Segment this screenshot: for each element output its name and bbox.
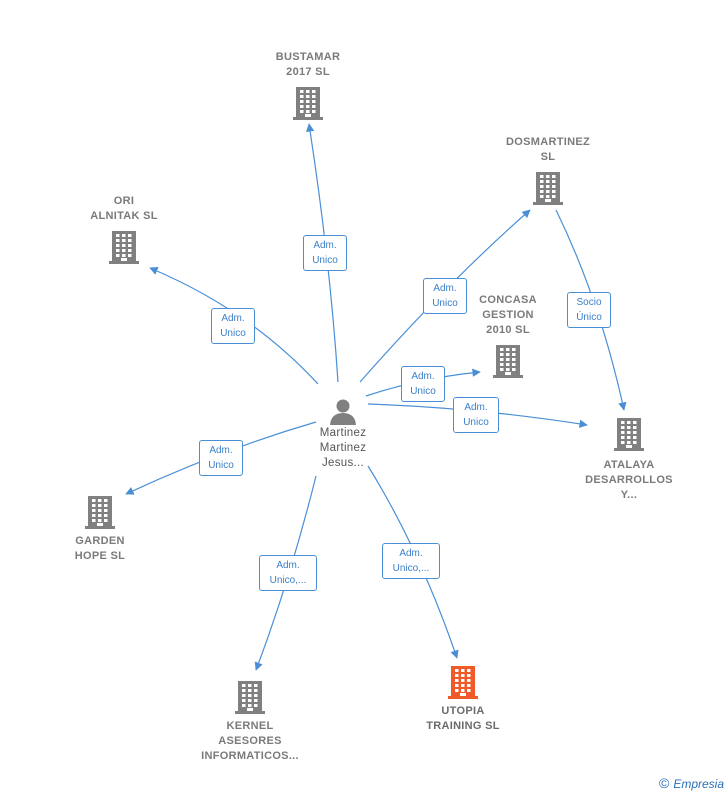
company-dosmartinez-label: DOSMARTINEZ SL — [506, 136, 590, 163]
company-bustamar-label: BUSTAMAR 2017 SL — [275, 51, 341, 78]
company-ori-label: ORI ALNITAK SL — [90, 195, 158, 222]
company-garden-label: GARDEN HOPE SL — [74, 535, 126, 562]
copyright-icon: © — [658, 775, 670, 791]
company-kernel-label: KERNEL ASESORES INFORMATICOS... — [201, 720, 299, 762]
edge-label-bustamar[interactable]: Adm. Unico — [303, 235, 347, 271]
building-icon — [85, 496, 115, 529]
company-atalaya[interactable]: ATALAYA DESARROLLOS Y... — [574, 416, 684, 503]
edge-label-kernel[interactable]: Adm. Unico,... — [259, 555, 317, 591]
edge-label-utopia[interactable]: Adm. Unico,... — [382, 543, 440, 579]
building-icon — [533, 172, 563, 205]
edge-label-garden[interactable]: Adm. Unico — [199, 440, 243, 476]
company-ori[interactable]: ORI ALNITAK SL — [74, 194, 174, 265]
company-bustamar[interactable]: BUSTAMAR 2017 SL — [258, 50, 358, 121]
edge-label-concasa[interactable]: Adm. Unico — [401, 366, 445, 402]
footer-brand: ©Empresia — [659, 775, 724, 791]
edge-label-ori[interactable]: Adm. Unico — [211, 308, 255, 344]
building-icon-highlighted — [448, 666, 478, 699]
company-concasa[interactable]: CONCASA GESTION 2010 SL — [458, 293, 558, 379]
company-utopia[interactable]: UTOPIA TRAINING SL — [404, 664, 522, 734]
company-atalaya-label: ATALAYA DESARROLLOS Y... — [585, 459, 673, 501]
building-icon — [109, 231, 139, 264]
building-icon — [235, 681, 265, 714]
company-concasa-label: CONCASA GESTION 2010 SL — [479, 294, 537, 336]
edge-label-atalaya[interactable]: Adm. Unico — [453, 397, 499, 433]
company-dosmartinez[interactable]: DOSMARTINEZ SL — [488, 135, 608, 206]
brand-logo: Empresia — [673, 777, 724, 791]
person-icon — [330, 399, 356, 425]
building-icon — [493, 345, 523, 378]
person-label: Martinez Martinez Jesus... — [319, 427, 367, 469]
company-kernel[interactable]: KERNEL ASESORES INFORMATICOS... — [189, 679, 311, 764]
edge-label-dosmartinez[interactable]: Adm. Unico — [423, 278, 467, 314]
building-icon — [614, 418, 644, 451]
person-node[interactable]: Martinez Martinez Jesus... — [295, 396, 391, 471]
company-garden[interactable]: GARDEN HOPE SL — [50, 494, 150, 564]
company-utopia-label: UTOPIA TRAINING SL — [426, 705, 500, 732]
building-icon — [293, 87, 323, 120]
edge-label-dosmartinez-atalaya[interactable]: Socio Único — [567, 292, 611, 328]
